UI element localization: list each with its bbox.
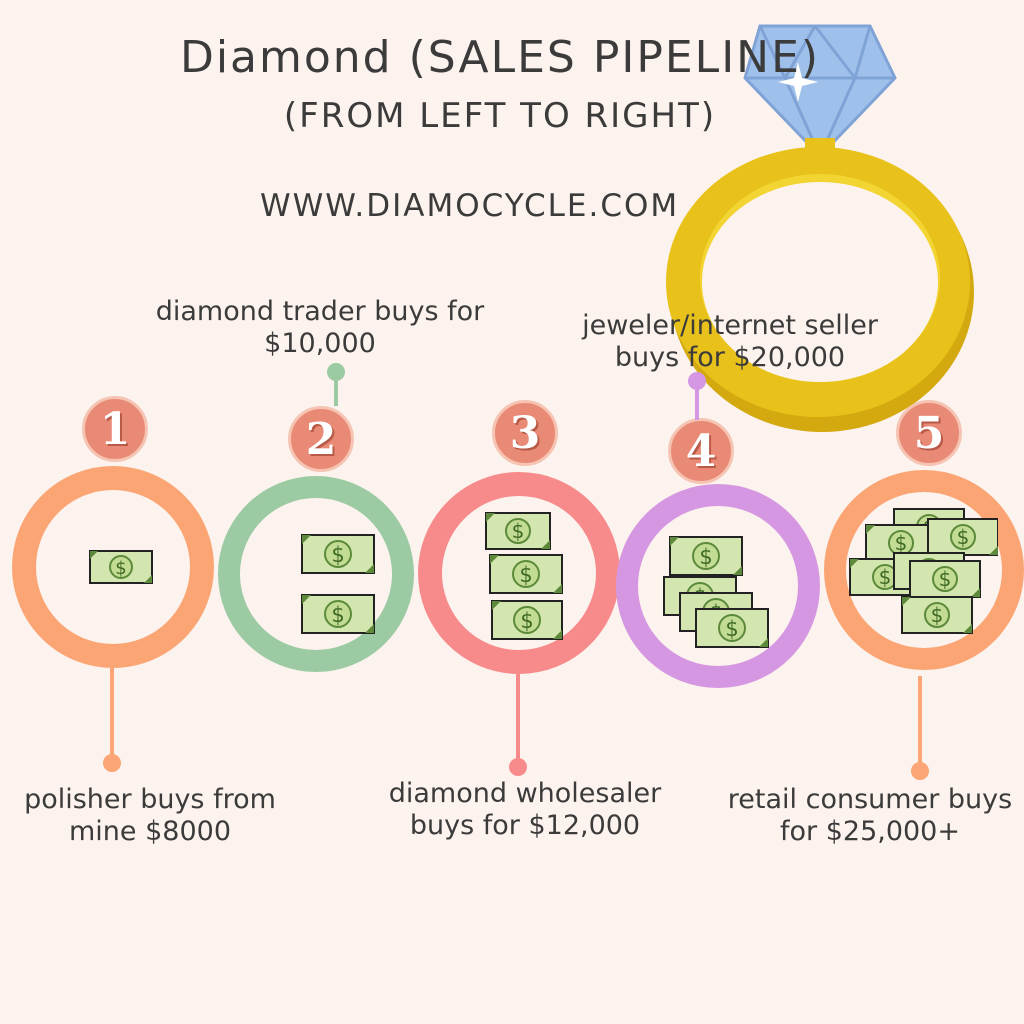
stage-number: 3	[509, 407, 541, 459]
svg-text:$: $	[931, 603, 944, 627]
website-url: WWW.DIAMOCYCLE.COM	[260, 188, 680, 224]
svg-text:$: $	[331, 603, 344, 627]
dollar-bill-icon: $	[669, 536, 743, 576]
stage-number: 2	[305, 413, 337, 465]
stage-2-number-badge: 2	[288, 406, 354, 472]
dollar-bill-icon: $	[491, 600, 563, 640]
stage-2-dot	[327, 363, 345, 381]
stage-3-dot	[509, 758, 527, 776]
dollar-bill-icon: $	[901, 596, 973, 634]
svg-text:$: $	[957, 525, 970, 549]
dollar-bill-icon: $	[301, 594, 375, 634]
stage-3-money: $ $ $	[485, 512, 563, 640]
stage-5-money: $ $ $ $ $ $ $	[849, 508, 998, 634]
dollar-bill-icon: $	[489, 554, 563, 594]
stage-3-connector	[516, 674, 520, 762]
dollar-bill-icon: $	[909, 560, 981, 598]
stage-1-label: polisher buys from mine $8000	[24, 784, 276, 847]
stage-5-number-badge: 5	[896, 400, 962, 466]
stage-2-connector	[334, 378, 338, 406]
svg-text:$: $	[879, 565, 892, 589]
svg-text:$: $	[895, 531, 908, 555]
stage-4-dot	[688, 372, 706, 390]
stage-4-money: $ $ $ $	[663, 536, 769, 648]
stage-4-label: jeweler/internet seller buys for $20,000	[582, 310, 878, 373]
svg-text:$: $	[699, 545, 712, 569]
stage-2-label: diamond trader buys for $10,000	[155, 296, 485, 359]
stage-1-money: $	[89, 550, 153, 584]
svg-text:$: $	[519, 563, 532, 587]
stage-number: 1	[99, 403, 131, 455]
stage-number: 4	[685, 425, 717, 477]
stage-5-connector	[918, 676, 922, 764]
svg-text:$: $	[520, 609, 533, 633]
stage-4-connector	[695, 388, 699, 420]
stage-1-connector	[110, 668, 114, 760]
svg-text:$: $	[725, 617, 738, 641]
stage-1-number-badge: 1	[82, 396, 148, 462]
stage-1-dot	[103, 754, 121, 772]
stage-5-label: retail consumer buys for $25,000+	[727, 784, 1013, 847]
stage-4-number-badge: 4	[668, 418, 734, 484]
svg-text:$: $	[512, 519, 525, 543]
stage-number: 5	[913, 407, 945, 459]
stage-5-dot	[911, 762, 929, 780]
stage-3-label: diamond wholesaler buys for $12,000	[388, 778, 662, 841]
stage-3-number-badge: 3	[492, 400, 558, 466]
dollar-bill-icon: $	[89, 550, 153, 584]
stage-2-money: $ $	[301, 534, 375, 634]
page-title: Diamond (SALES PIPELINE)	[179, 32, 821, 83]
dollar-bill-icon: $	[695, 608, 769, 648]
page-subtitle: (FROM LEFT TO RIGHT)	[283, 96, 717, 136]
dollar-bill-icon: $	[927, 518, 998, 556]
dollar-bill-icon: $	[301, 534, 375, 574]
diamond-gem	[743, 24, 897, 160]
svg-text:$: $	[115, 558, 126, 579]
dollar-bill-icon: $	[485, 512, 551, 550]
svg-text:$: $	[331, 543, 344, 567]
diamond-ring-icon	[666, 24, 974, 432]
svg-text:$: $	[939, 567, 952, 591]
